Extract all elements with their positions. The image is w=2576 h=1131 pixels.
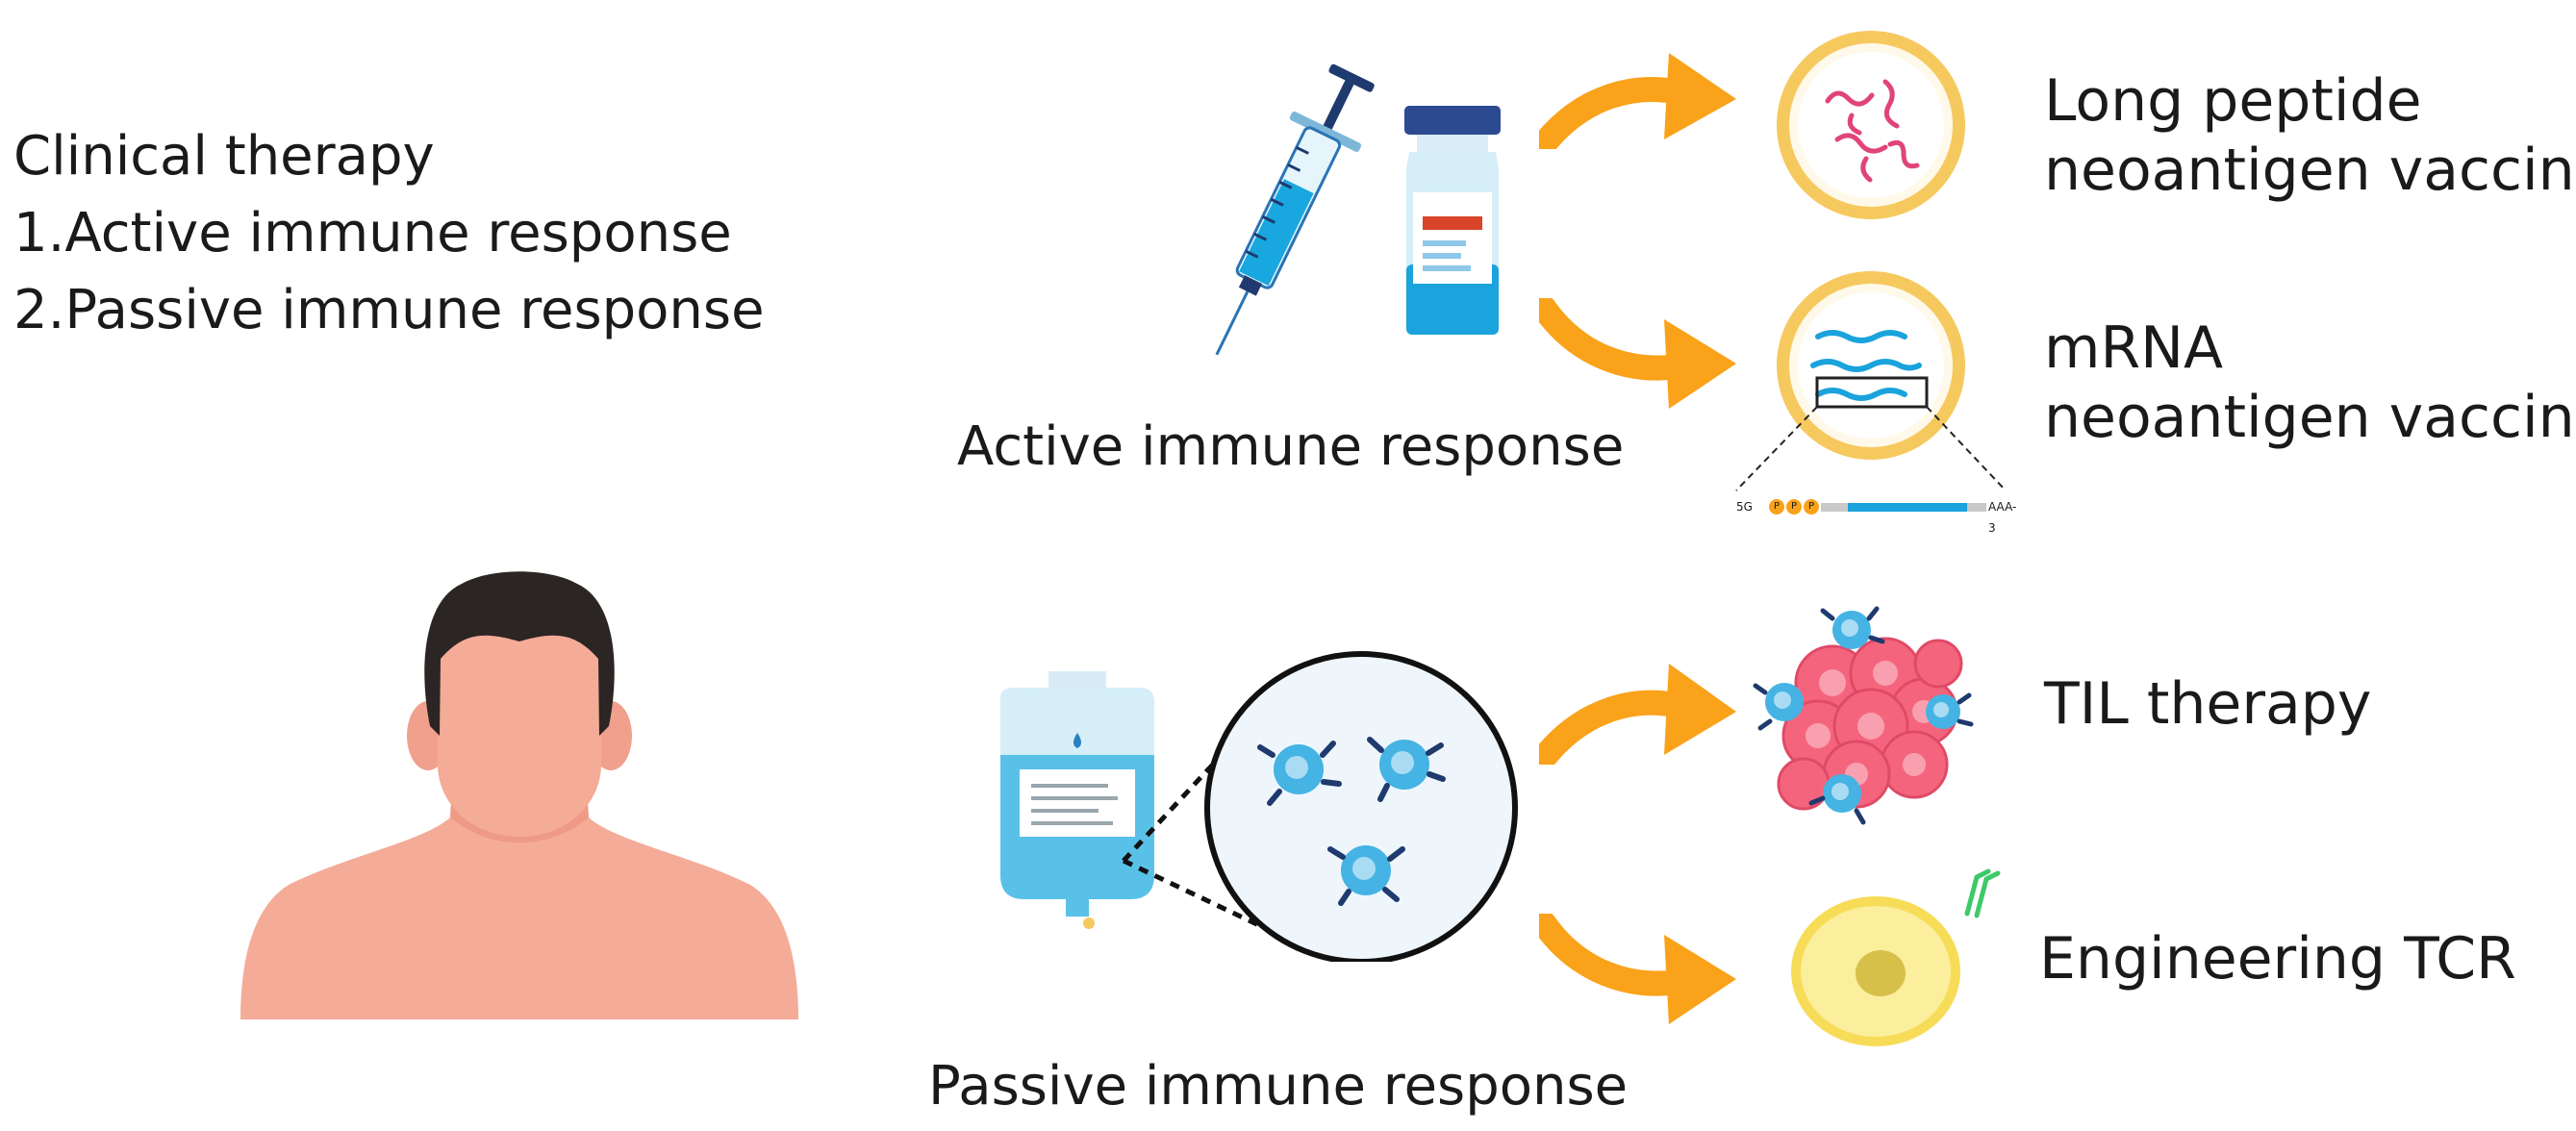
intro-item-active: 1.Active immune response xyxy=(13,202,732,264)
mrna-cap-p: P xyxy=(1786,499,1802,515)
mrna-label-line2: neoantigen vaccine xyxy=(2044,384,2576,451)
arrow-icon xyxy=(1539,914,1736,1024)
long-peptide-label-line1: Long peptide xyxy=(2044,67,2422,135)
liposome-mrna-icon xyxy=(1735,271,2007,491)
engineered-t-cell-icon xyxy=(1791,868,2001,1046)
mrna-cap-p: P xyxy=(1804,499,1819,515)
active-response-caption: Active immune response xyxy=(957,415,1625,478)
liposome-peptide-icon xyxy=(1777,31,1965,219)
mrna-utr-right xyxy=(1967,503,1986,512)
arrow-icon xyxy=(1539,298,1736,409)
mrna-construct-strip: 5G P P P AAA-3 xyxy=(1736,496,2016,535)
til-therapy-label: TIL therapy xyxy=(2044,670,2372,738)
tumor-cluster-icon xyxy=(1753,606,1974,825)
arrow-icon xyxy=(1539,53,1736,149)
mrna-utr-left xyxy=(1821,503,1848,512)
arrow-icon xyxy=(1539,664,1736,765)
person-silhouette-icon xyxy=(240,571,798,1019)
passive-response-caption: Passive immune response xyxy=(928,1055,1629,1118)
syringe-icon xyxy=(1215,63,1375,356)
t-cell-magnifier-icon xyxy=(1122,651,1518,962)
mrna-label-line1: mRNA xyxy=(2044,314,2224,382)
engineering-tcr-label: Engineering TCR xyxy=(2039,925,2516,993)
intro-item-passive: 2.Passive immune response xyxy=(13,279,765,341)
clinical-therapy-title: Clinical therapy xyxy=(13,125,435,188)
long-peptide-label-line2: neoantigen vaccine xyxy=(2044,137,2576,204)
mrna-cap-p: P xyxy=(1769,499,1784,515)
mrna-coding-region xyxy=(1848,503,1967,512)
iv-bag-icon xyxy=(1000,671,1154,929)
vaccine-vial-icon xyxy=(1404,106,1501,335)
mrna-3-prime-label: AAA-3 xyxy=(1988,500,2017,535)
mrna-5-prime-label: 5G xyxy=(1736,500,1753,514)
